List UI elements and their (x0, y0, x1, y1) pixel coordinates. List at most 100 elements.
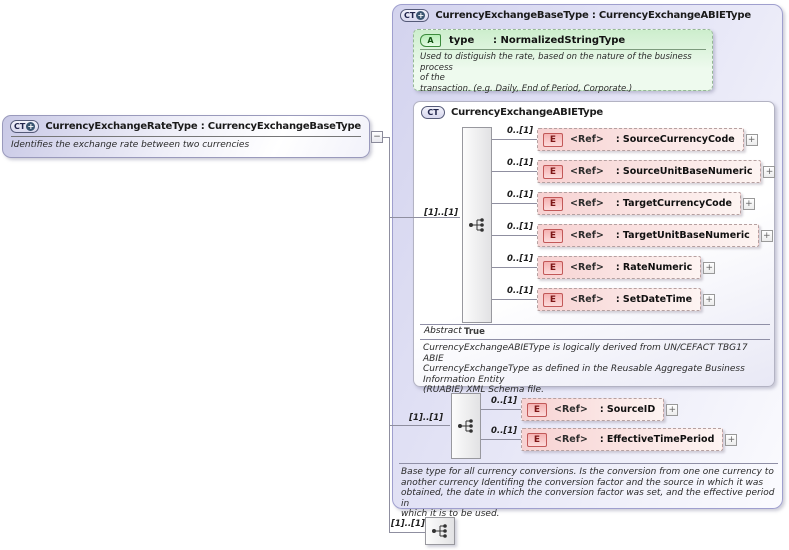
element-row: 0..[1] E <Ref> : SetDateTime + (507, 286, 716, 311)
element-row: 0..[1] E <Ref> : RateNumeric + (507, 254, 716, 279)
attribute-description: Used to distiguish the rate, based on th… (420, 52, 692, 94)
element-name: : SourceCurrencyCode (615, 134, 735, 145)
root-type-description: Identifies the exchange rate between two… (11, 140, 250, 150)
base-type-title: CurrencyExchangeBaseType : CurrencyExcha… (435, 10, 751, 21)
complex-type-icon-label: CT (427, 108, 439, 117)
complex-type-icon: CT+ (400, 9, 430, 22)
element-ref: <Ref> (570, 262, 604, 273)
abie-header: CT CurrencyExchangeABIEType (414, 102, 774, 123)
element-ref: <Ref> (570, 166, 604, 177)
abie-type-box[interactable]: CT CurrencyExchangeABIEType [1]..[1] (413, 101, 776, 395)
expand-button[interactable]: + (725, 433, 738, 446)
element-ref: <Ref> (570, 134, 604, 145)
element-name: : SourceID (599, 404, 656, 415)
element-ref: <Ref> (554, 434, 588, 445)
element-source-currency-code[interactable]: E <Ref> : SourceCurrencyCode (537, 128, 744, 151)
facet-divider (420, 339, 770, 340)
facet-divider (420, 324, 770, 325)
connector-line (481, 409, 521, 410)
connector-line (492, 267, 537, 268)
element-row: 0..[1] E <Ref> : EffectiveTimePeriod + (491, 426, 738, 451)
divider (11, 136, 361, 137)
element-cardinality: 0..[1] (507, 158, 534, 168)
complex-type-icon-label: CT (404, 11, 416, 20)
sequence-icon (469, 218, 484, 232)
sequence-icon (458, 419, 473, 433)
element-row: 0..[1] E <Ref> : TargetCurrencyCode + (507, 190, 755, 215)
attribute-header: A type : NormalizedStringType (414, 30, 712, 49)
connector-trunk (389, 137, 390, 532)
element-rate-numeric[interactable]: E <Ref> : RateNumeric (537, 256, 702, 279)
abstract-value: True (464, 327, 485, 337)
connector-line (492, 139, 537, 140)
attribute-type: : NormalizedStringType (493, 35, 626, 46)
element-effective-time-period[interactable]: E <Ref> : EffectiveTimePeriod (521, 428, 724, 451)
facet-divider (399, 463, 778, 464)
element-name: : SourceUnitBaseNumeric (615, 166, 753, 177)
element-target-unit-base-numeric[interactable]: E <Ref> : TargetUnitBaseNumeric (537, 224, 759, 247)
element-target-currency-code[interactable]: E <Ref> : TargetCurrencyCode (537, 192, 741, 215)
complex-type-icon: CT+ (10, 120, 40, 133)
derived-plus-icon: + (26, 122, 36, 131)
attribute-type-box[interactable]: A type : NormalizedStringType Used to di… (413, 29, 713, 94)
expand-button[interactable]: + (666, 403, 679, 416)
element-source-unit-base-numeric[interactable]: E <Ref> : SourceUnitBaseNumeric (537, 160, 762, 183)
element-icon: E (543, 260, 563, 275)
element-ref: <Ref> (570, 230, 604, 241)
connector-line (481, 439, 521, 440)
abstract-label: Abstract (424, 326, 462, 336)
element-cardinality: 0..[1] (507, 222, 534, 232)
element-icon: E (543, 164, 563, 179)
element-ref: <Ref> (570, 198, 604, 209)
complex-type-icon-label: CT (14, 122, 26, 131)
connector-line (389, 425, 450, 426)
element-icon: E (543, 228, 563, 243)
element-cardinality: 0..[1] (507, 190, 534, 200)
connector-line (492, 299, 537, 300)
element-icon: E (527, 402, 547, 417)
element-cardinality: 0..[1] (507, 286, 534, 296)
element-cardinality: 0..[1] (507, 254, 534, 264)
element-row: 0..[1] E <Ref> : SourceCurrencyCode + (507, 126, 758, 151)
abie-description: CurrencyExchangeABIEType is logically de… (423, 343, 748, 395)
sequence-cardinality: [1]..[1] (424, 208, 458, 218)
connector-line (492, 235, 537, 236)
expand-button[interactable]: + (763, 165, 776, 178)
connector-line (492, 171, 537, 172)
attribute-icon: A (420, 34, 441, 47)
element-icon: E (543, 132, 563, 147)
expand-button[interactable]: + (760, 229, 773, 242)
element-name: : SetDateTime (615, 294, 693, 305)
attribute-name: type (449, 35, 475, 46)
element-name: : TargetCurrencyCode (615, 198, 732, 209)
complex-type-icon: CT (421, 106, 445, 119)
element-ref: <Ref> (570, 294, 604, 305)
connector-line (389, 532, 425, 533)
expand-button[interactable]: + (703, 293, 716, 306)
element-name: : RateNumeric (615, 262, 693, 273)
root-type-header: CT+ CurrencyExchangeRateType : CurrencyE… (3, 116, 369, 135)
divider (420, 49, 706, 50)
connector-line (383, 137, 390, 138)
element-cardinality: 0..[1] (491, 396, 518, 406)
base-type-box[interactable]: CT+ CurrencyExchangeBaseType : CurrencyE… (392, 4, 783, 519)
element-icon: E (527, 432, 547, 447)
element-icon: E (543, 292, 563, 307)
derived-plus-icon: + (416, 11, 426, 20)
expand-button[interactable]: + (745, 133, 758, 146)
expand-button[interactable]: + (703, 261, 716, 274)
base-type-description: Base type for all currency conversions. … (401, 467, 775, 519)
element-row: 0..[1] E <Ref> : SourceUnitBaseNumeric + (507, 158, 776, 183)
sequence-cardinality: [1]..[1] (391, 519, 425, 529)
element-icon: E (543, 196, 563, 211)
root-type-title: CurrencyExchangeRateType : CurrencyExcha… (45, 121, 362, 132)
root-sequence-node[interactable] (425, 517, 455, 545)
sequence-cardinality: [1]..[1] (409, 413, 443, 423)
root-type-box[interactable]: CT+ CurrencyExchangeRateType : CurrencyE… (2, 115, 370, 158)
expand-button[interactable]: + (742, 197, 755, 210)
connector-line (389, 217, 460, 218)
collapse-button[interactable]: − (371, 131, 383, 143)
element-set-date-time[interactable]: E <Ref> : SetDateTime (537, 288, 702, 311)
element-source-id[interactable]: E <Ref> : SourceID (521, 398, 665, 421)
